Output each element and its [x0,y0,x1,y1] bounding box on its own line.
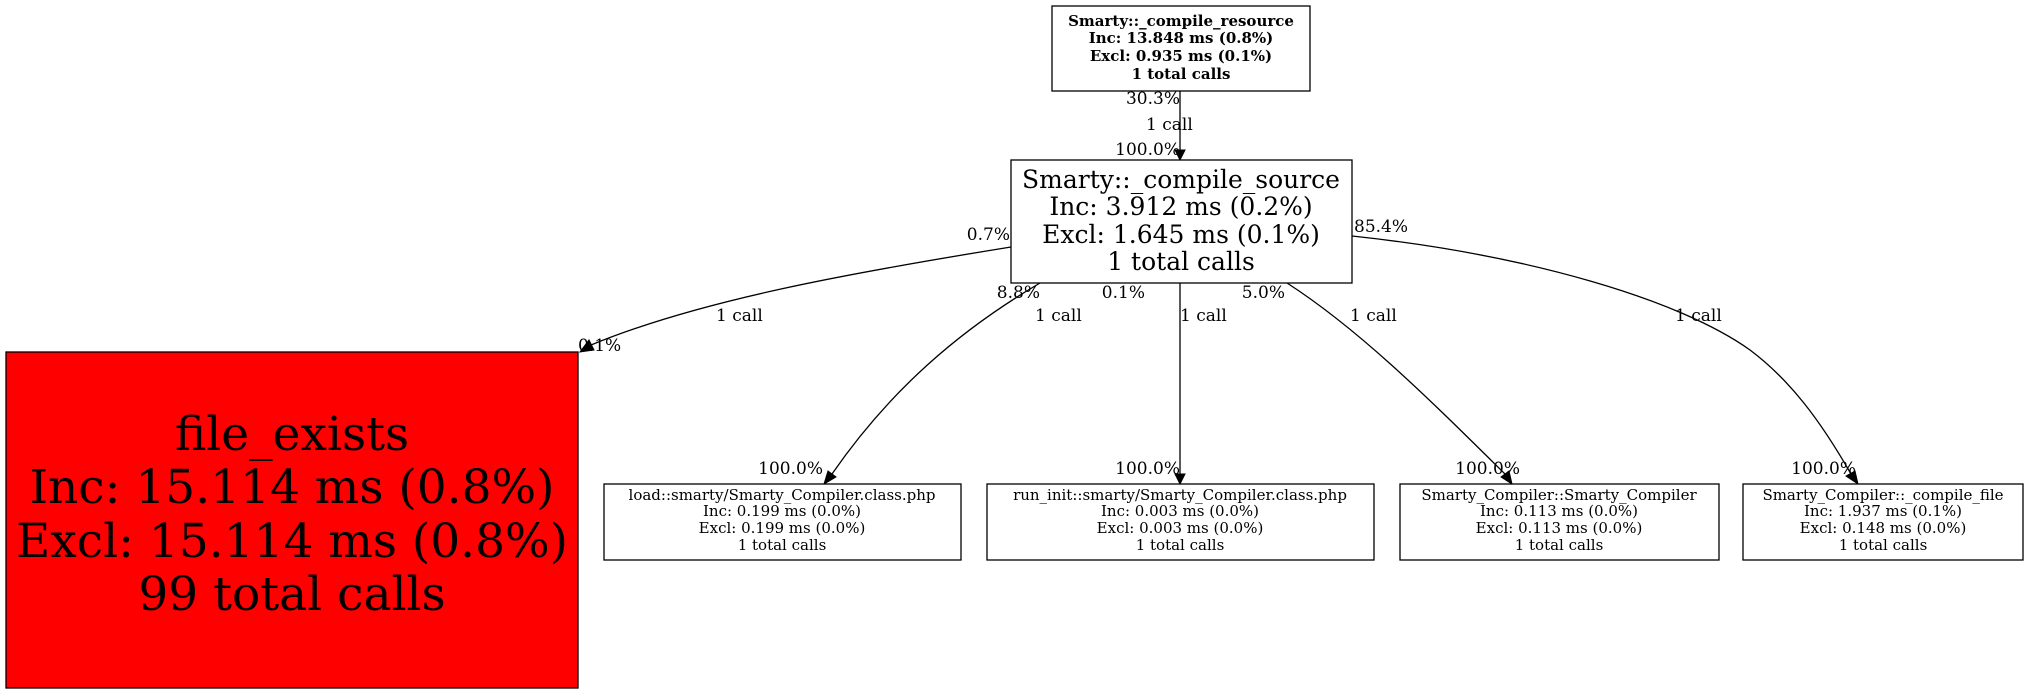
edge-tail-label: 85.4% [1354,217,1408,237]
node-function-name: Smarty_Compiler::Smarty_Compiler [1421,486,1697,504]
edge-head-label: 0.1% [578,336,621,356]
node-call-count: 1 total calls [1132,65,1231,83]
edge-tail-label: 0.1% [1102,283,1145,303]
node-inclusive-time: Inc: 15.114 ms (0.8%) [29,460,554,515]
node-call-count: 1 total calls [1107,247,1255,276]
node-smarty-compiler[interactable]: Smarty_Compiler::Smarty_Compiler Inc: 0.… [1399,483,1720,561]
node-exclusive-time: Excl: 0.003 ms (0.0%) [1097,519,1264,537]
edge-call-count: 1 call [1350,306,1397,326]
node-call-count: 1 total calls [1136,536,1225,554]
node-function-name: load::smarty/Smarty_Compiler.class.php [629,486,936,504]
edge-head-label: 100.0% [1115,140,1180,160]
edge-compile-source-to-load-compiler: 8.8% 1 call 100.0% [758,282,1082,486]
node-run-init[interactable]: run_init::smarty/Smarty_Compiler.class.p… [986,483,1375,561]
node-call-count: 1 total calls [1839,536,1928,554]
node-call-count: 99 total calls [138,567,445,622]
node-call-count: 1 total calls [1515,536,1604,554]
node-load-compiler[interactable]: load::smarty/Smarty_Compiler.class.php I… [603,483,962,561]
node-exclusive-time: Excl: 0.148 ms (0.0%) [1800,519,1967,537]
node-call-count: 1 total calls [738,536,827,554]
node-function-name: run_init::smarty/Smarty_Compiler.class.p… [1013,486,1347,504]
node-inclusive-time: Inc: 0.113 ms (0.0%) [1480,502,1638,520]
edge-compile-source-to-run-init: 0.1% 1 call 100.0% [1102,283,1227,486]
node-exclusive-time: Excl: 0.113 ms (0.0%) [1476,519,1643,537]
edge-tail-label: 0.7% [967,225,1010,245]
edge-compile-source-to-compile-file: 85.4% 1 call 100.0% [1351,217,1859,486]
edge-tail-label: 5.0% [1242,283,1285,303]
edge-call-count: 1 call [1180,306,1227,326]
node-exclusive-time: Excl: 0.935 ms (0.1%) [1090,47,1272,65]
node-function-name: Smarty_Compiler::_compile_file [1762,486,2003,504]
edge-call-count: 1 call [716,306,763,326]
edge-head-label: 100.0% [1791,459,1856,479]
edge-call-count: 1 call [1675,306,1722,326]
edge-call-count: 1 call [1035,306,1082,326]
edge-tail-label: 8.8% [997,283,1040,303]
node-inclusive-time: Inc: 13.848 ms (0.8%) [1089,29,1274,47]
edge-compile-source-to-smarty-compiler: 5.0% 1 call 100.0% [1242,282,1520,486]
edge-head-label: 100.0% [1115,459,1180,479]
node-function-name: Smarty::_compile_source [1022,165,1340,194]
node-file-exists[interactable]: file_exists Inc: 15.114 ms (0.8%) Excl: … [5,351,579,689]
node-function-name: Smarty::_compile_resource [1068,12,1294,30]
node-compile-source[interactable]: Smarty::_compile_source Inc: 3.912 ms (0… [1010,159,1353,284]
node-inclusive-time: Inc: 0.199 ms (0.0%) [703,502,861,520]
edge-head-label: 100.0% [758,459,823,479]
edge-tail-label: 30.3% [1126,89,1180,109]
edge-compile-resource-to-compile-source: 30.3% 1 call 100.0% [1115,89,1193,162]
edge-call-count: 1 call [1146,115,1193,135]
edge-head-label: 100.0% [1455,459,1520,479]
edge-compile-source-to-file-exists: 0.7% 1 call 0.1% [578,225,1012,356]
node-function-name: file_exists [175,407,409,462]
node-compile-file[interactable]: Smarty_Compiler::_compile_file Inc: 1.93… [1742,483,2024,561]
node-exclusive-time: Excl: 15.114 ms (0.8%) [16,514,568,569]
node-exclusive-time: Excl: 0.199 ms (0.0%) [699,519,866,537]
node-inclusive-time: Inc: 1.937 ms (0.1%) [1804,502,1962,520]
node-exclusive-time: Excl: 1.645 ms (0.1%) [1042,220,1320,249]
node-inclusive-time: Inc: 0.003 ms (0.0%) [1101,502,1259,520]
node-compile-resource[interactable]: Smarty::_compile_resource Inc: 13.848 ms… [1051,5,1311,92]
node-inclusive-time: Inc: 3.912 ms (0.2%) [1049,192,1312,221]
